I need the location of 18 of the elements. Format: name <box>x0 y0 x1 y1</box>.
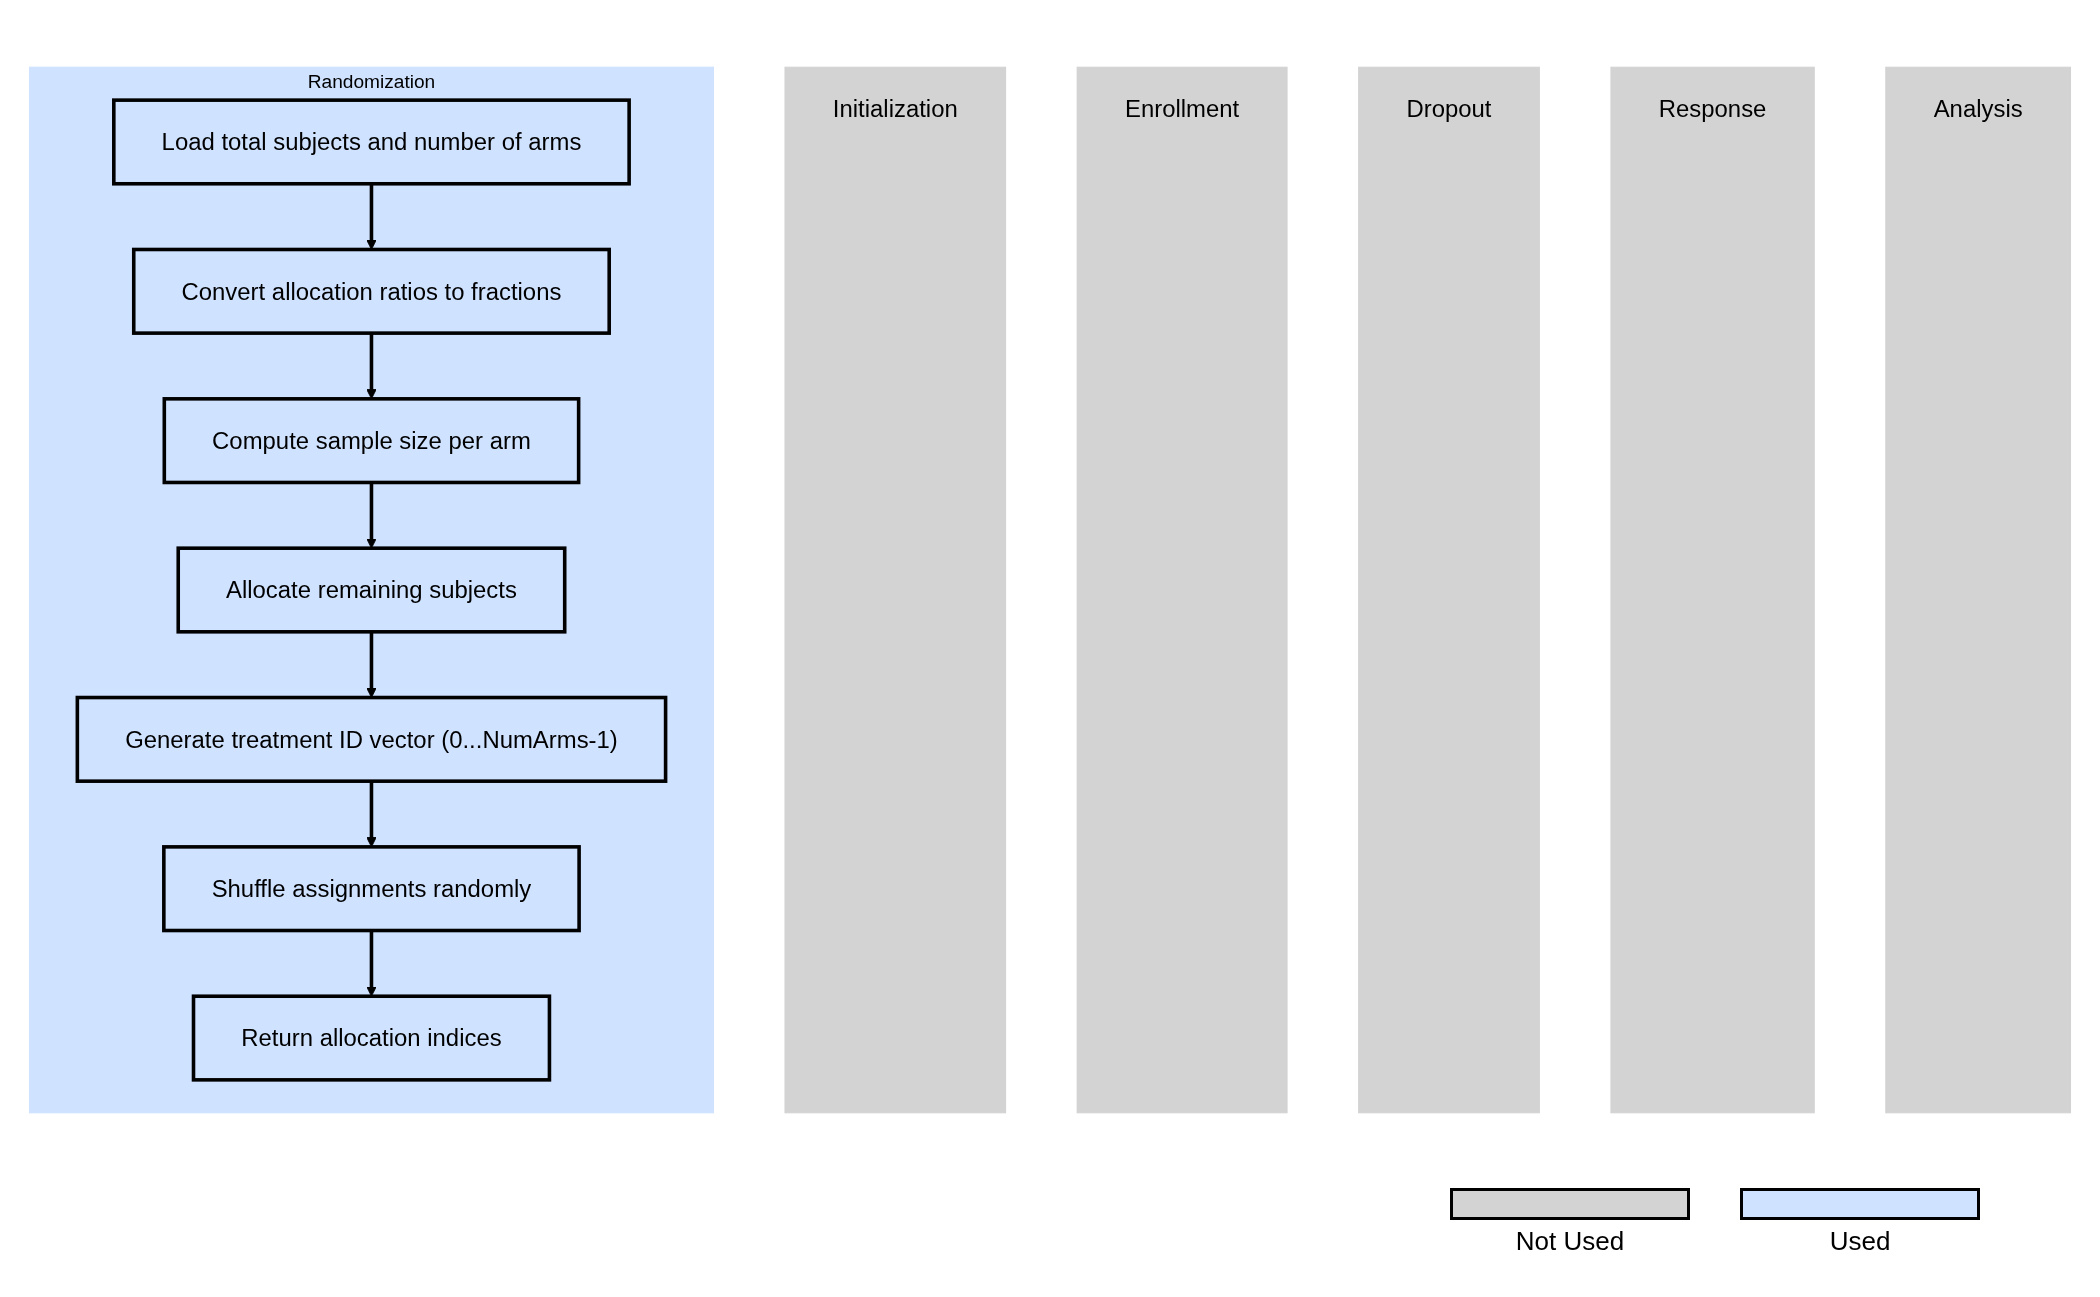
node-box: Return allocation indices <box>191 994 552 1082</box>
node-box: Shuffle assignments randomly <box>162 845 581 933</box>
node-box: Load total subjects and number of arms <box>112 98 631 186</box>
legend-label: Used <box>1829 1226 1891 1257</box>
node-box: Generate treatment ID vector (0...NumArms-1) <box>75 695 668 783</box>
legend-label: Not Used <box>1515 1226 1625 1257</box>
node-box: Dropout <box>1358 66 1540 1114</box>
node-box: Compute sample size per arm <box>162 397 581 485</box>
arrow <box>366 183 377 250</box>
node-box: Initialization <box>784 66 1007 1114</box>
arrow <box>366 482 377 549</box>
node-box: Enrollment <box>1076 66 1288 1114</box>
arrow <box>366 631 377 698</box>
node-box: Response <box>1610 66 1815 1114</box>
node-box: Analysis <box>1885 66 2072 1114</box>
node-box: Allocate remaining subjects <box>176 546 567 634</box>
node-box: Convert allocation ratios to fractions <box>131 247 611 335</box>
arrow <box>366 930 377 997</box>
